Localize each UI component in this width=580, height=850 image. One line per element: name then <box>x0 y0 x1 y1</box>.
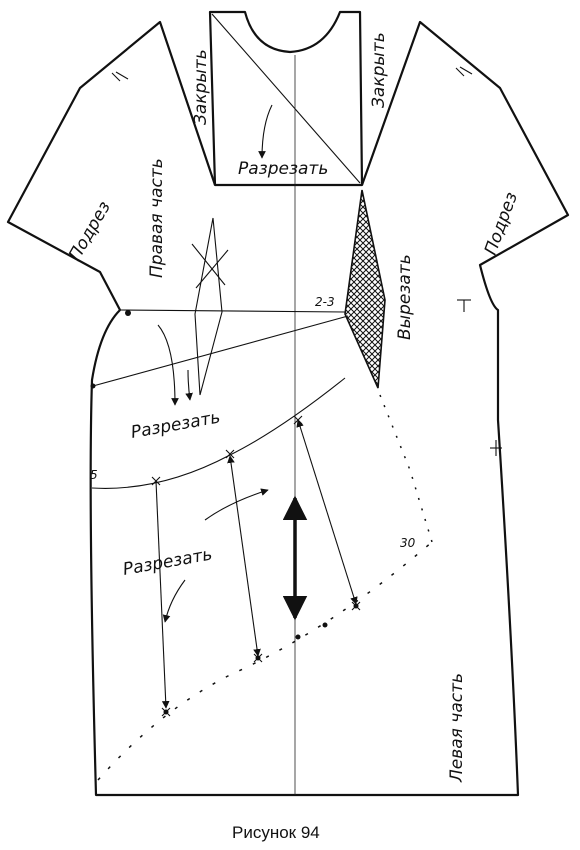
diagonal-cut-line-upper <box>92 315 349 387</box>
cut-curve-5 <box>91 377 346 489</box>
label-close-left: Закрыть <box>191 49 211 125</box>
label-left-part: Левая часть <box>447 673 467 783</box>
label-cut-out: Вырезать <box>395 254 415 340</box>
label-cut-neck: Разрезать <box>238 159 328 179</box>
label-hem-left: Подрез <box>65 198 115 264</box>
neck-cut-arrow <box>258 104 273 159</box>
middle-cut-arrow-1 <box>157 324 179 406</box>
neck-diagonal-line <box>211 13 361 184</box>
label-cut-middle: Разрезать <box>129 408 221 443</box>
label-point-30: 30 <box>400 536 416 550</box>
lower-cut-arrow-1 <box>204 488 269 521</box>
neck-yoke-outline <box>208 10 364 187</box>
label-cut-lower: Разрезать <box>121 545 213 580</box>
measure-line-2 <box>227 455 261 657</box>
label-close-right: Закрыть <box>369 32 389 108</box>
measure-line-1 <box>155 480 170 709</box>
lower-cut-arrow-2 <box>162 579 186 623</box>
measure-line-3 <box>296 419 358 605</box>
figure-caption: Рисунок 94 <box>232 823 320 842</box>
label-point-2-3: 2-3 <box>315 295 335 309</box>
dotted-hem-curve <box>97 541 433 781</box>
waist-line <box>119 309 346 313</box>
label-hem-right: Подрез <box>481 190 522 258</box>
label-right-part: Правая часть <box>147 158 167 278</box>
cut-out-dart <box>344 189 386 389</box>
notch-marks <box>111 66 502 456</box>
dotted-seam-right <box>379 394 433 543</box>
label-point-5: 5 <box>90 468 98 482</box>
left-dart <box>194 217 223 396</box>
middle-cut-arrow-2 <box>185 369 193 401</box>
garment-outline <box>6 20 570 797</box>
